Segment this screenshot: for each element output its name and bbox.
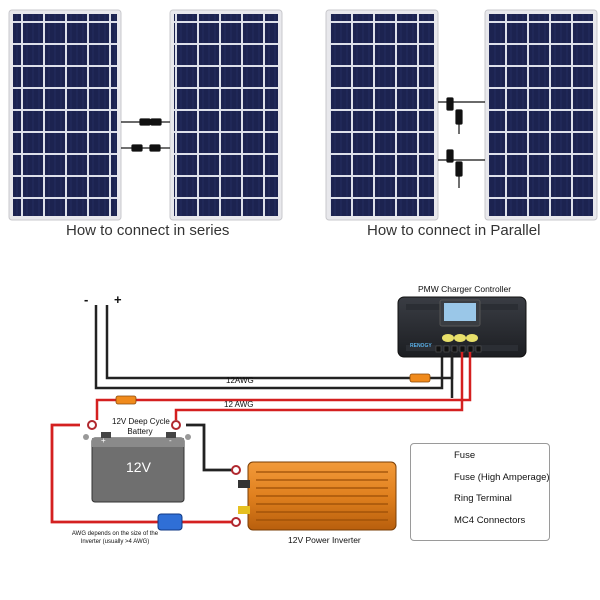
solar-panel-parallel-right xyxy=(484,9,598,221)
power-inverter xyxy=(238,461,397,531)
legend-item-ring-terminal: Ring Terminal xyxy=(454,493,512,504)
awg-note: AWG depends on the size of the Inverter … xyxy=(60,530,170,546)
battery-label-line1: 12V Deep Cycle xyxy=(112,417,170,426)
battery-voltage: 12V xyxy=(126,459,151,475)
controller-title: PMW Charger Controller xyxy=(418,284,512,294)
solar-panel-parallel-left xyxy=(325,9,439,221)
battery-ring-terminals xyxy=(83,420,191,440)
pv-minus-label: - xyxy=(84,292,89,307)
controller-battery-wires xyxy=(95,352,472,420)
parallel-caption: How to connect in Parallel xyxy=(367,222,541,239)
wire-gauge-label-top: 12AWG xyxy=(226,376,254,385)
battery-label: 12V Deep Cycle Battery xyxy=(112,417,170,437)
series-caption: How to connect in series xyxy=(66,222,230,239)
battery-plus-label: + xyxy=(101,436,106,445)
battery-inverter-wires xyxy=(50,423,232,524)
fuse-high-amperage xyxy=(157,513,183,531)
inverter-label: 12V Power Inverter xyxy=(288,535,361,545)
battery-minus-label: - xyxy=(169,436,172,445)
solar-panel-series-left xyxy=(8,9,122,221)
fuse-top xyxy=(409,373,431,383)
legend-item-fuse: Fuse xyxy=(454,450,476,461)
charge-controller xyxy=(397,296,527,358)
parallel-mc4-connectors xyxy=(438,97,485,188)
battery xyxy=(91,432,185,503)
controller-brand: RENOGY xyxy=(410,343,432,349)
series-mc4-connectors xyxy=(121,118,170,152)
awg-note-line2: Inverter (usually >4 AWG) xyxy=(80,539,150,545)
pv-plus-label: + xyxy=(114,292,122,307)
inverter-ring-terminals xyxy=(231,465,241,527)
legend-item-fuse-high-amperage: Fuse (High Amperage) xyxy=(454,472,550,483)
solar-panel-series-right xyxy=(169,9,283,221)
legend xyxy=(410,443,550,541)
wire-gauge-label-middle: 12 AWG xyxy=(224,400,254,409)
legend-item-mc4-connectors: MC4 Connectors xyxy=(454,515,526,526)
awg-note-line1: AWG depends on the size of the xyxy=(71,531,159,537)
fuse-middle xyxy=(115,395,137,405)
battery-label-line2: Battery xyxy=(127,427,153,436)
